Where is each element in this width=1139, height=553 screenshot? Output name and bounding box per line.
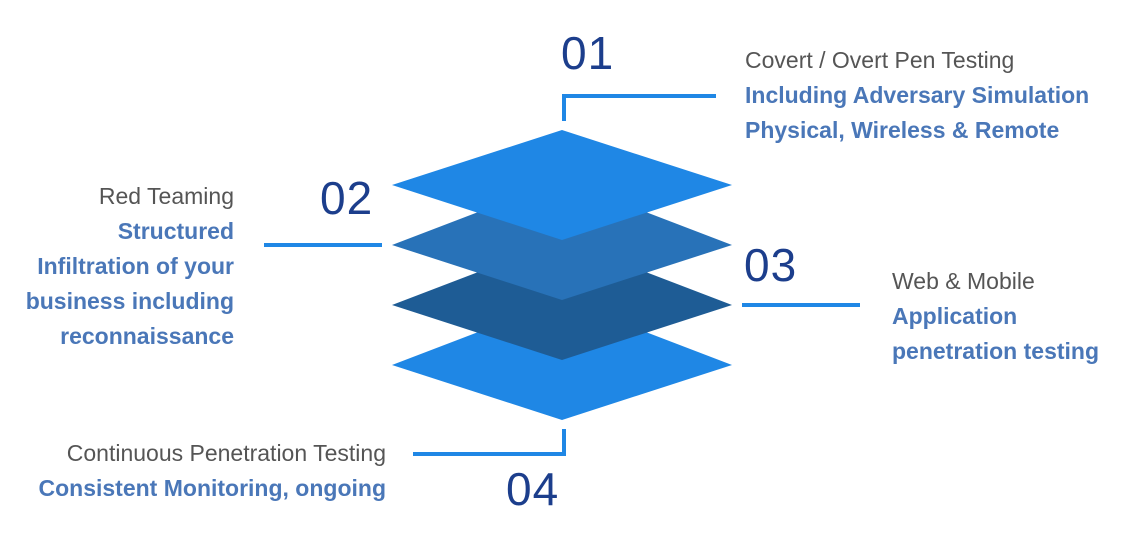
step-desc-02-line-3: business including bbox=[25, 288, 234, 314]
step-number-02: 02 bbox=[320, 172, 374, 224]
step-desc-01-line-2: Physical, Wireless & Remote bbox=[745, 117, 1060, 143]
connector-01 bbox=[562, 94, 716, 121]
step-label-03: Web & Mobile Application penetration tes… bbox=[892, 264, 1099, 369]
step-desc-01-line-1: Including Adversary Simulation bbox=[745, 82, 1090, 108]
step-number-04: 04 bbox=[506, 463, 560, 515]
step-label-02: Red Teaming Structured Infiltration of y… bbox=[26, 179, 234, 354]
step-title-01: Covert / Overt Pen Testing bbox=[745, 47, 1015, 73]
step-desc-02-line-4: reconnaissance bbox=[60, 323, 234, 349]
layer-1 bbox=[392, 130, 732, 240]
step-title-03: Web & Mobile bbox=[892, 268, 1035, 294]
connector-04 bbox=[413, 429, 566, 456]
step-title-02: Red Teaming bbox=[98, 183, 234, 209]
step-title-04: Continuous Penetration Testing bbox=[66, 440, 386, 466]
step-desc-03-line-2: penetration testing bbox=[892, 338, 1100, 364]
step-desc-03-line-1: Application bbox=[892, 303, 1018, 329]
step-label-01: Covert / Overt Pen Testing Including Adv… bbox=[745, 43, 1089, 148]
step-desc-04-line-1: Consistent Monitoring, ongoing bbox=[38, 475, 387, 501]
step-number-03: 03 bbox=[744, 239, 798, 291]
step-number-01: 01 bbox=[561, 27, 615, 79]
step-desc-02-line-2: Infiltration of your bbox=[37, 253, 234, 279]
step-label-04: Continuous Penetration Testing Consisten… bbox=[39, 436, 387, 506]
step-desc-02-line-1: Structured bbox=[117, 218, 234, 244]
